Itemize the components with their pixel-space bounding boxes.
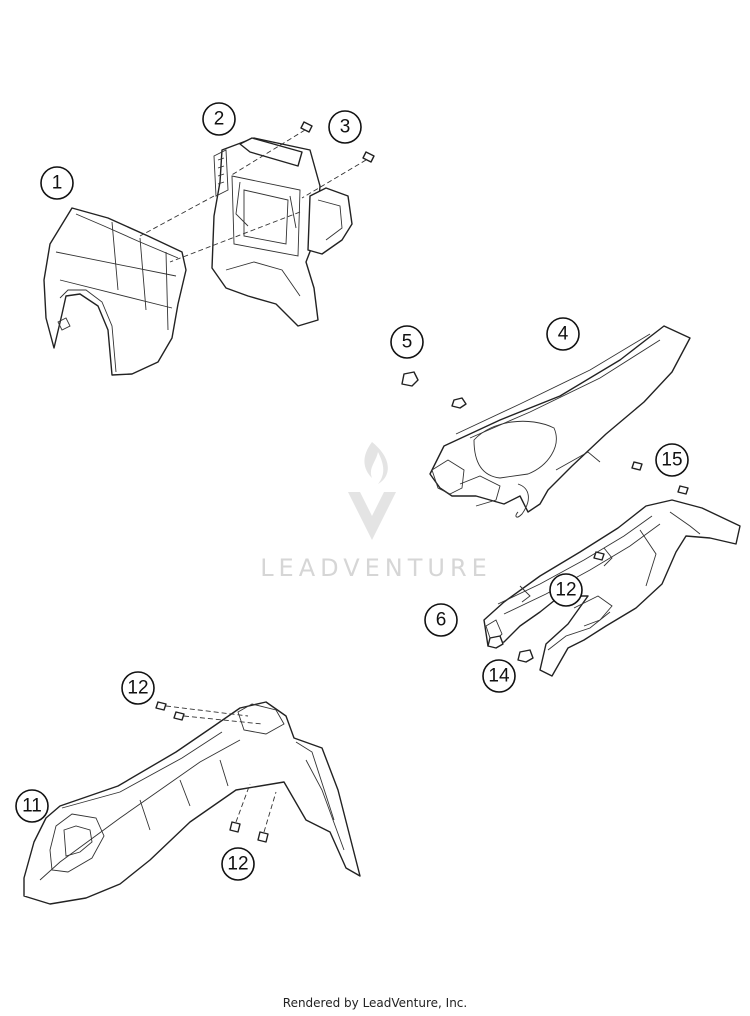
part-side-cover[interactable] — [483, 499, 741, 677]
callout-2[interactable]: 2 — [202, 102, 236, 136]
callout-4[interactable]: 4 — [546, 317, 580, 351]
callout-label: 12 — [127, 678, 148, 699]
part-screws-front-fender[interactable] — [155, 551, 605, 843]
callout-label: 5 — [402, 332, 413, 353]
watermark: LEADVENTURE — [260, 442, 492, 582]
part-screws-headlight[interactable] — [300, 121, 375, 163]
callout-3[interactable]: 3 — [328, 110, 362, 144]
callout-5[interactable]: 5 — [390, 325, 424, 359]
callout-11[interactable]: 11 — [15, 789, 49, 823]
callout-label: 1 — [52, 173, 63, 194]
flame-v-logo-icon — [348, 442, 396, 540]
callout-15[interactable]: 15 — [655, 443, 689, 477]
callout-12c[interactable]: 12 — [549, 573, 583, 607]
callout-12b[interactable]: 12 — [221, 847, 255, 881]
callout-label: 4 — [558, 324, 569, 345]
callout-label: 15 — [661, 450, 682, 471]
footer-credit: Rendered by LeadVenture, Inc. — [282, 996, 468, 1010]
callout-label: 3 — [340, 117, 351, 138]
callout-label: 12 — [555, 580, 576, 601]
part-nuts-rear-fender[interactable] — [401, 371, 467, 409]
part-headlight-mask[interactable] — [43, 207, 187, 376]
callout-label: 6 — [436, 610, 447, 631]
callout-1[interactable]: 1 — [40, 166, 74, 200]
watermark-brand: LEADVENTURE — [260, 554, 492, 582]
callout-label: 2 — [214, 109, 225, 130]
assembly-lines-front-fender — [165, 705, 277, 833]
part-front-fender[interactable] — [23, 701, 361, 905]
part-headlight-bracket[interactable] — [211, 137, 353, 327]
assembly-lines-headlight — [139, 129, 367, 263]
part-rear-fender[interactable] — [429, 325, 691, 518]
callout-6[interactable]: 6 — [424, 603, 458, 637]
callout-12a[interactable]: 12 — [121, 671, 155, 705]
part-nuts-side-cover[interactable] — [487, 635, 534, 663]
callout-label: 12 — [227, 854, 248, 875]
callout-14[interactable]: 14 — [482, 659, 516, 693]
callout-label: 11 — [22, 796, 42, 817]
callout-label: 14 — [488, 666, 510, 687]
part-screws-side-cover[interactable] — [631, 461, 689, 495]
